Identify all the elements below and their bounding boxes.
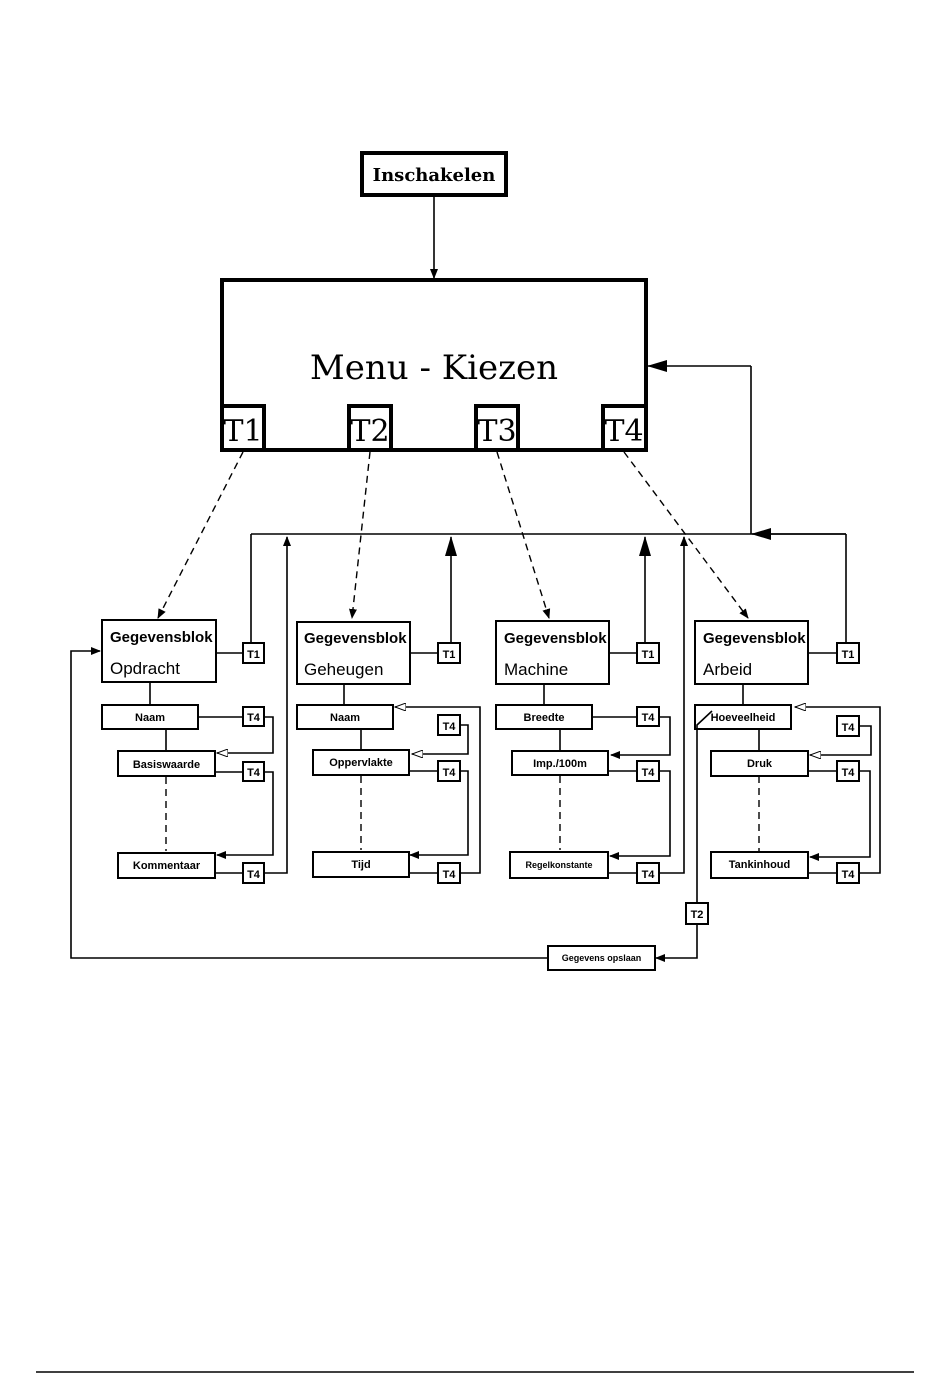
svg-text:T4: T4 [642,712,656,724]
start-box: Inschakelen [360,151,508,197]
svg-text:T1: T1 [842,649,855,661]
block-opdracht-key [242,642,265,664]
item-breedte [495,704,593,730]
item-hoeveelheid [694,704,792,730]
block-machine-line2: Machine [504,660,568,679]
item-oppervlakte [312,749,410,776]
menu-title: Menu - Kiezen [310,348,558,388]
block-opdracht: Gegevensblok Opdracht T1 Naam T4 Basiswa… [101,534,291,884]
svg-text:Regelkonstante: Regelkonstante [525,860,592,870]
menu-key-t4 [601,404,648,452]
block-geheugen-key [437,642,461,664]
svg-text:T1: T1 [642,649,655,661]
key-t2-arrow [348,451,371,619]
svg-text:T4: T4 [247,712,261,724]
block-opdracht-line2: Opdracht [110,659,180,678]
svg-text:Naam: Naam [135,712,165,724]
item-tijd [312,851,410,878]
menu-key-t4-label: T4 [604,414,643,449]
block-machine-line1: Gegevensblok [504,630,607,647]
block-geheugen-line1: Gegevensblok [304,630,407,647]
svg-text:T4: T4 [443,721,457,733]
block-geheugen: Gegevensblok Geheugen T1 Naam T4 Oppervl… [296,536,481,884]
svg-text:T1: T1 [443,649,456,661]
block-opdracht-line1: Gegevensblok [110,629,213,646]
item-basiswaarde [117,750,216,777]
svg-text:T4: T4 [642,767,656,779]
save-box [547,945,656,971]
svg-text:T4: T4 [842,869,856,881]
svg-text:Naam: Naam [330,712,360,724]
svg-text:T4: T4 [247,767,261,779]
block-machine: Gegevensblok Machine T1 Breedte T4 Imp./… [495,536,688,884]
svg-text:T4: T4 [642,869,656,881]
svg-text:T4: T4 [443,767,457,779]
block-arbeid: Gegevensblok Arbeid T1 Hoeveelheid T4 Dr… [694,534,881,884]
svg-text:T2: T2 [691,909,704,921]
key-t3-arrow [496,451,551,619]
svg-text:T4: T4 [443,869,457,881]
svg-text:Imp./100m: Imp./100m [533,758,587,770]
block-arbeid-key [836,642,860,664]
return-bus [251,360,846,540]
item-naam-1 [101,704,199,730]
key-t1-arrow [157,451,244,619]
block-arbeid-line2: Arbeid [703,660,752,679]
svg-text:T1: T1 [247,649,260,661]
menu-key-t2 [347,404,393,452]
menu-key-t1-label: T1 [223,414,262,449]
svg-text:Kommentaar: Kommentaar [133,860,201,872]
key-t4-arrow [623,451,749,619]
block-machine-key [636,642,660,664]
svg-text:Druk: Druk [747,758,773,770]
svg-text:T4: T4 [842,767,856,779]
svg-text:T4: T4 [842,722,856,734]
menu-key-t1 [220,404,266,452]
svg-text:T4: T4 [247,869,261,881]
save-branch: T2 Gegevens opslaan [70,647,713,971]
svg-text:Tankinhoud: Tankinhoud [729,859,791,871]
svg-text:Breedte: Breedte [524,712,565,724]
svg-text:Gegevens opslaan: Gegevens opslaan [562,953,642,963]
item-regelkonstante [509,851,609,879]
menu-key-t2-label: T2 [350,414,389,449]
block-geheugen-line2: Geheugen [304,660,383,679]
item-druk [710,750,809,777]
svg-text:Hoeveelheid: Hoeveelheid [711,712,776,724]
svg-text:Oppervlakte: Oppervlakte [329,757,393,769]
menu-key-t3 [474,404,520,452]
start-label: Inschakelen [373,165,496,186]
item-naam-2 [296,704,394,730]
svg-text:Tijd: Tijd [351,859,370,871]
block-arbeid-line1: Gegevensblok [703,630,806,647]
item-kommentaar [117,852,216,879]
menu-box: Menu - Kiezen T1 T2 T3 T4 [220,278,648,452]
menu-key-t3-label: T3 [477,414,516,449]
item-tankinhoud [710,851,809,879]
svg-text:Basiswaarde: Basiswaarde [133,759,200,771]
item-imp-100m [511,750,609,776]
